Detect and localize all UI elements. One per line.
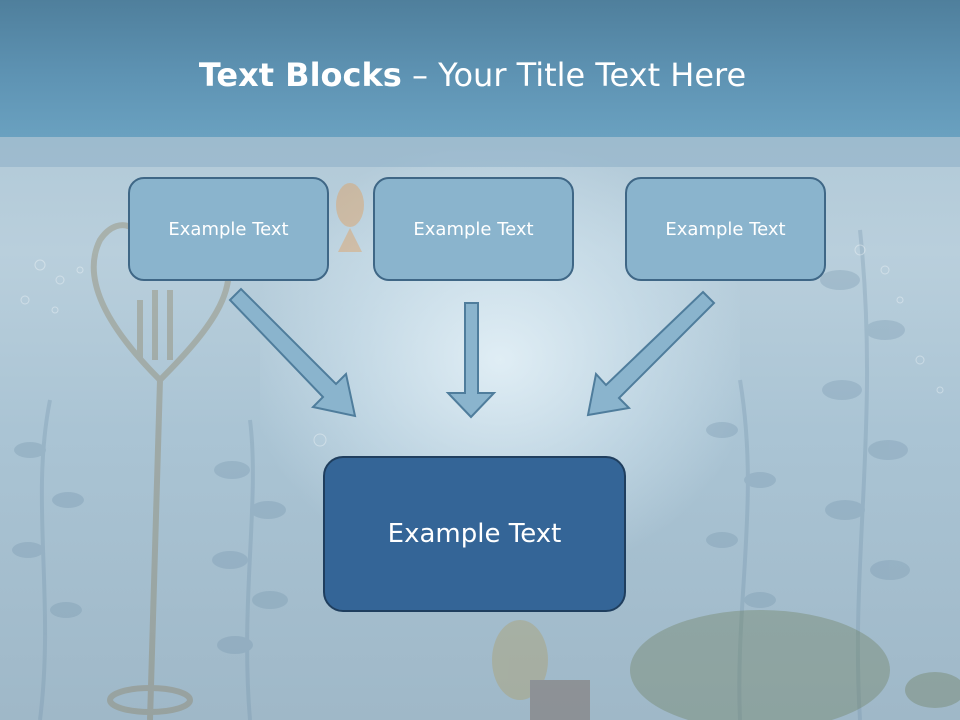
text-block-2-label: Example Text — [413, 218, 534, 240]
slide-title-bold: Text Blocks — [198, 56, 402, 94]
title-bar — [0, 0, 960, 137]
slide-title[interactable]: Text Blocks – Your Title Text Here — [0, 52, 945, 98]
text-block-3[interactable]: Example Text — [625, 177, 826, 281]
main-text-block-label: Example Text — [387, 519, 562, 549]
main-text-block[interactable]: Example Text — [323, 456, 626, 612]
text-block-2[interactable]: Example Text — [373, 177, 574, 281]
turtle-illustration — [630, 610, 960, 720]
text-block-3-label: Example Text — [665, 218, 786, 240]
text-block-1-label: Example Text — [168, 218, 289, 240]
seaweed-plants-illustration — [12, 229, 910, 720]
title-underband — [0, 137, 960, 167]
goldfish-illustration — [336, 183, 364, 252]
arrow-down-right-icon — [228, 287, 357, 418]
text-block-1[interactable]: Example Text — [128, 177, 329, 281]
arrow-down-icon — [445, 302, 497, 419]
slide-title-rest: – Your Title Text Here — [401, 56, 747, 94]
arrow-down-left-icon — [586, 290, 716, 417]
gramophone-illustration — [492, 620, 590, 720]
